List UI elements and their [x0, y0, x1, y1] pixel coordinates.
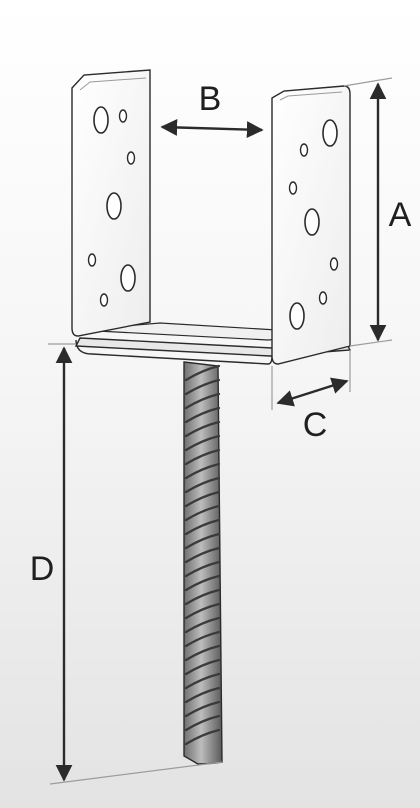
large-hole [120, 264, 136, 292]
dimension-label-c: C [303, 406, 328, 444]
large-hole [93, 106, 109, 134]
rebar-stem [183, 361, 223, 765]
dimension-label-d: D [30, 550, 55, 588]
extension-line-a-top [343, 77, 393, 87]
dimension-arrow-b [160, 119, 264, 138]
dimension-label-b: B [199, 80, 222, 118]
extension-line-a-bottom [349, 339, 393, 347]
small-hole [288, 181, 298, 195]
dimension-arrows [55, 82, 387, 782]
small-hole [118, 109, 128, 123]
left-side-plate [71, 69, 151, 337]
small-hole [87, 253, 97, 267]
dimension-arrow-c [276, 377, 349, 407]
large-hole [304, 208, 320, 236]
rebar-ribs [184, 364, 221, 746]
extension-line-d-bottom [49, 761, 223, 785]
small-hole [126, 151, 136, 165]
right-side-plate [271, 85, 351, 365]
small-hole [318, 291, 328, 305]
small-hole [329, 257, 339, 271]
small-hole [299, 143, 309, 157]
dimension-label-a: A [389, 196, 412, 234]
large-hole [289, 302, 305, 330]
large-hole [106, 192, 122, 220]
small-hole [99, 293, 109, 307]
large-hole [322, 119, 338, 147]
